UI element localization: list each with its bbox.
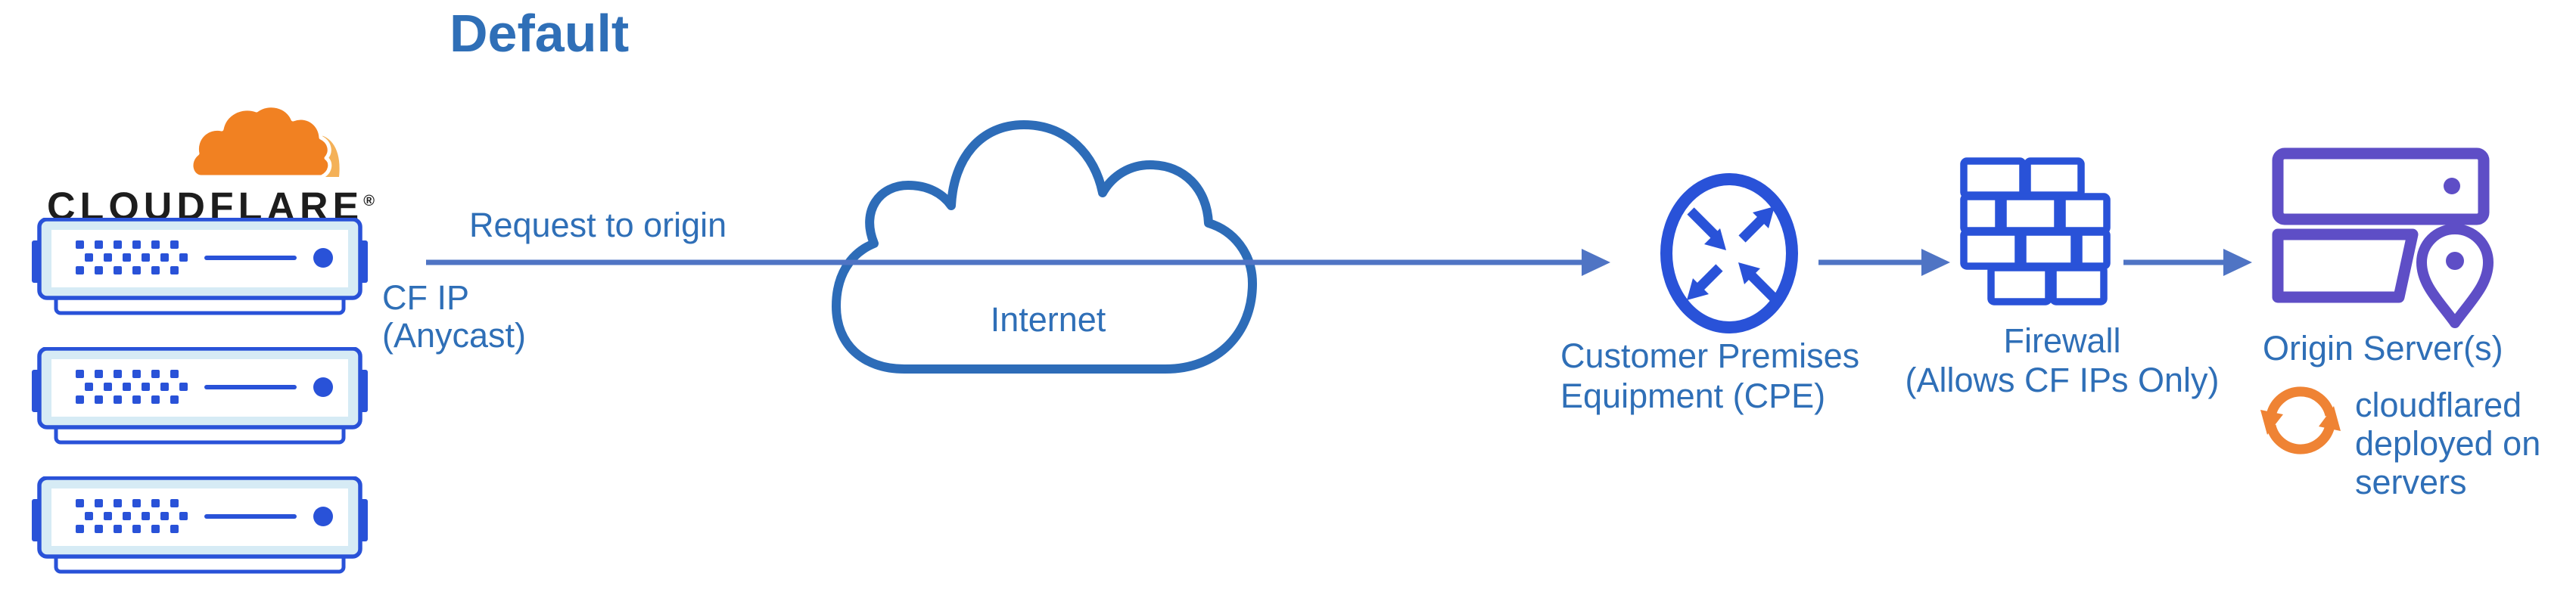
server-led-dots — [76, 499, 188, 533]
origin-server-icon — [2272, 147, 2494, 328]
firewall-to-origin-arrow — [2123, 249, 2252, 276]
cloudflared-note: cloudflared deployed on servers — [2355, 386, 2541, 501]
page-title: Default — [450, 4, 630, 63]
request-arrow — [426, 249, 1610, 276]
brick-wall-icon — [1960, 157, 2111, 305]
origin-server-label: Origin Server(s) — [2263, 329, 2503, 367]
sync-arrows-icon — [2260, 386, 2341, 454]
server-led-dots — [76, 240, 188, 274]
router-icon — [1660, 173, 1798, 333]
cf-ip-label: CF IP (Anycast) — [382, 279, 526, 355]
cpe-label: Customer Premises Equipment (CPE) — [1560, 336, 1860, 415]
cloud-icon — [832, 120, 1257, 374]
server-icon — [32, 347, 368, 445]
location-pin-icon — [2416, 224, 2494, 328]
internet-label: Internet — [990, 300, 1106, 339]
cf-ip-line2: (Anycast) — [382, 316, 527, 355]
cf-ip-line1: CF IP — [382, 278, 470, 317]
cloudflare-cloud-icon — [189, 104, 340, 179]
firewall-label: Firewall (Allows CF IPs Only) — [1905, 321, 2220, 399]
server-icon — [32, 218, 368, 315]
cpe-to-firewall-arrow — [1818, 249, 1950, 276]
request-to-origin-label: Request to origin — [469, 206, 727, 244]
registered-mark: ® — [363, 193, 375, 209]
server-led-dots — [76, 370, 188, 404]
server-icon — [32, 476, 368, 574]
